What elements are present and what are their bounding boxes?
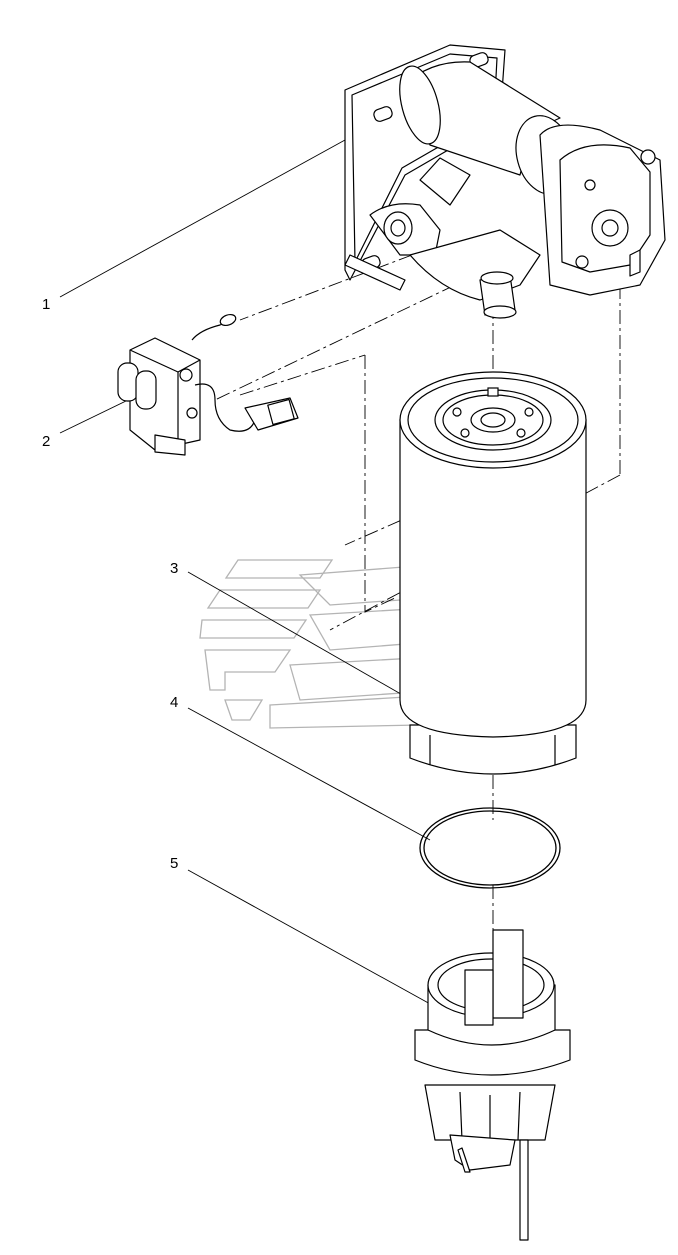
callout-2: 2 (42, 433, 51, 450)
part-2-sensor-assembly (117, 313, 299, 456)
part-4-o-ring (419, 807, 561, 889)
leader-lines (59, 139, 433, 1006)
part-5-separator-bowl (414, 929, 571, 1241)
leader-line-2 (59, 399, 129, 434)
leader-line-1 (59, 139, 346, 298)
leader-line-5 (187, 869, 433, 1006)
leader-line-3 (187, 571, 421, 706)
callout-4: 4 (170, 694, 179, 711)
part-3-filter-cartridge (399, 371, 587, 775)
part-1-filter-head (344, 44, 666, 319)
leader-line-4 (187, 707, 431, 841)
callout-3: 3 (170, 560, 179, 577)
callout-1: 1 (42, 296, 51, 313)
callout-5: 5 (170, 855, 179, 872)
